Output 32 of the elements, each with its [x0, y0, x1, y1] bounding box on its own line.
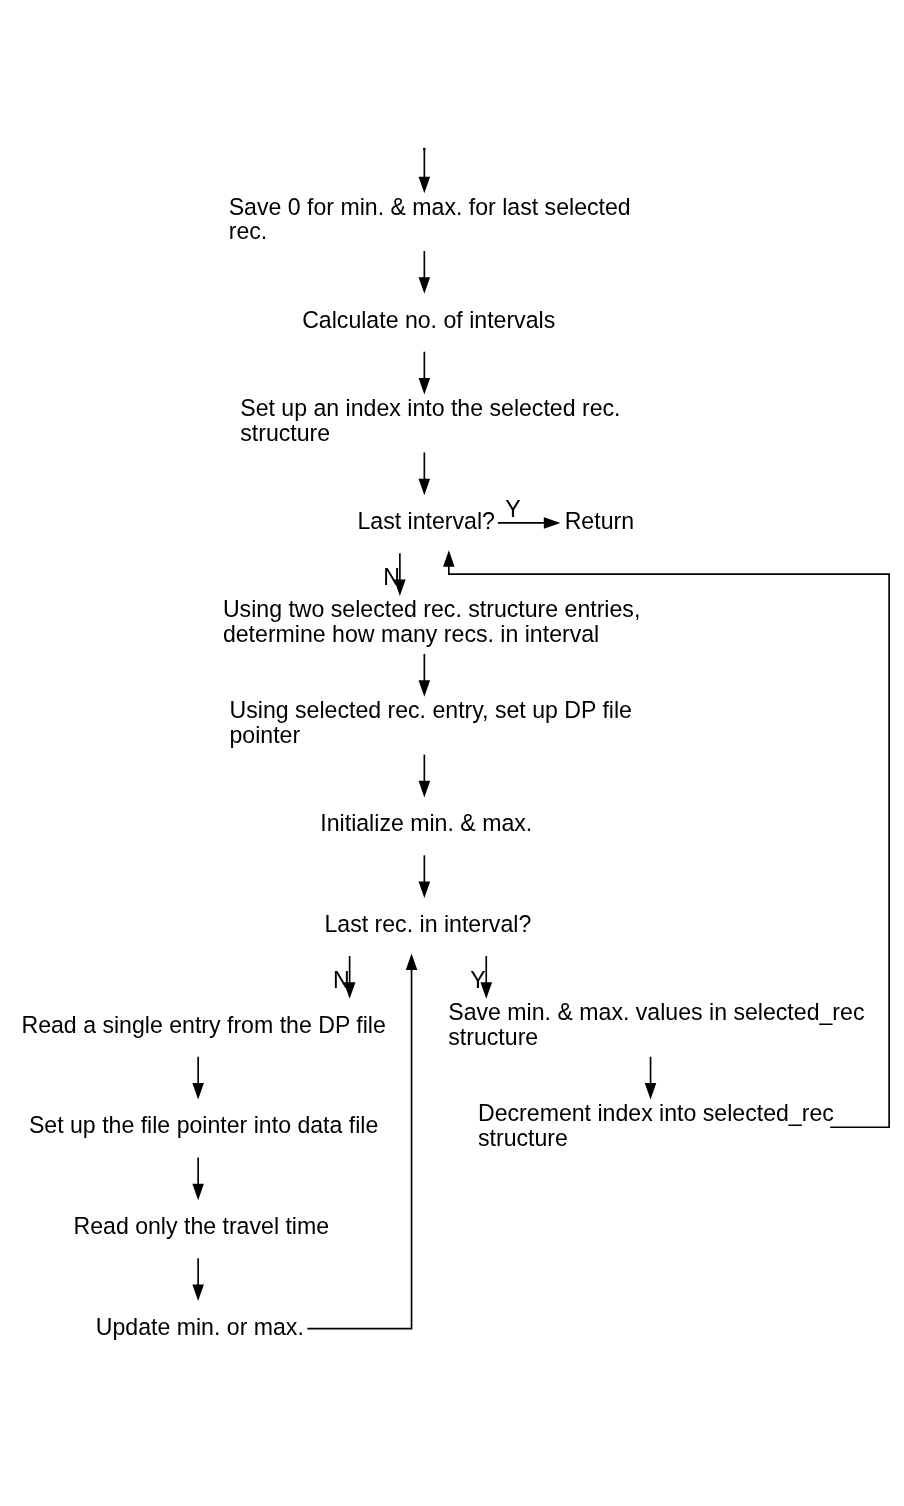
arrow	[192, 1256, 204, 1301]
arrow	[497, 516, 561, 529]
node-text: Calculate no. of intervals	[302, 306, 556, 333]
edge-label: Y	[505, 495, 521, 522]
node-text: Return	[564, 507, 635, 534]
arrow	[443, 549, 890, 1128]
node-text: Initialize min. & max.	[320, 809, 533, 836]
arrow	[418, 854, 431, 898]
node-text: Set up an index into the selected rec. structure	[240, 394, 621, 446]
node-text: Read only the travel time	[73, 1212, 330, 1239]
node-text: Decrement index into selected_rec structure	[478, 1099, 834, 1151]
node-text: Using selected rec. entry, set up DP file pointer	[229, 696, 632, 748]
node-text: Update min. or max.	[95, 1313, 304, 1340]
arrow	[418, 148, 431, 193]
arrow	[418, 350, 431, 395]
arrow	[192, 1156, 204, 1200]
arrow	[418, 451, 431, 495]
arrow	[480, 954, 493, 999]
node-text: Using two selected rec. structure entries, determine how many recs. in interval	[222, 595, 641, 647]
arrow	[306, 953, 418, 1329]
arrow	[418, 652, 431, 697]
node-text: Save min. & max. values in selected_rec structure	[448, 998, 865, 1050]
arrow	[192, 1055, 204, 1100]
edge-label: Y	[470, 966, 486, 993]
arrow	[418, 249, 431, 294]
node-text: Last rec. in interval?	[324, 910, 532, 937]
arrow	[418, 753, 431, 797]
node-text: Last interval?	[357, 507, 495, 534]
node-text: Read a single entry from the DP file	[21, 1011, 386, 1038]
node-text: Set up the file pointer into data file	[28, 1111, 379, 1138]
arrow	[644, 1055, 657, 1100]
node-text: Save 0 for min. & max. for last selected rec.	[228, 193, 631, 244]
